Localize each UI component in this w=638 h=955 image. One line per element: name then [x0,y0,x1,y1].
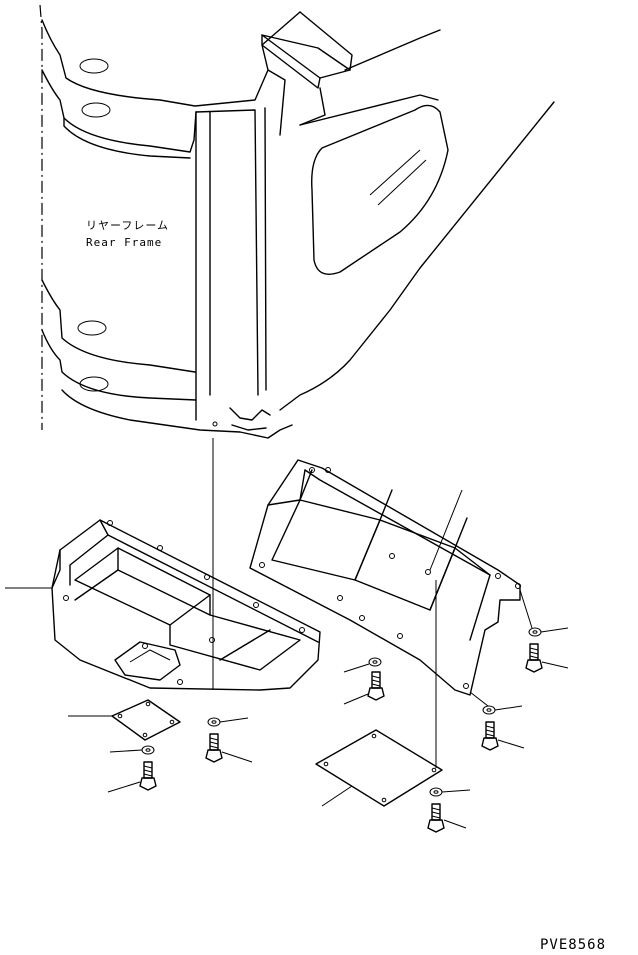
bolt [139,761,157,791]
drawing-code: PVE8568 [540,937,607,953]
mounting-hole [79,58,109,74]
washer [207,717,221,727]
bolt [205,733,223,763]
washer [482,705,496,715]
bolt [481,721,499,751]
bolt [367,671,385,701]
assembly-guide-line [519,589,533,629]
bolt [427,803,445,833]
rear-frame-label-jp: リヤーフレーム [86,219,170,232]
washer [429,787,443,797]
small-cover-plate-right [315,729,443,807]
right-undercover [249,459,521,696]
assembly-guide-line [469,691,489,707]
small-cover-plate-left [111,699,181,741]
bolt [525,643,543,673]
washer [368,657,382,667]
mounting-hole [81,102,111,118]
rear-frame-label-en: Rear Frame [86,236,163,249]
washer [528,627,542,637]
leader-line [321,785,353,807]
mounting-hole [79,376,109,392]
leader-line [429,489,463,571]
mounting-hole [77,320,107,336]
washer [141,745,155,755]
left-undercover [51,519,321,691]
rear-frame [39,4,555,439]
